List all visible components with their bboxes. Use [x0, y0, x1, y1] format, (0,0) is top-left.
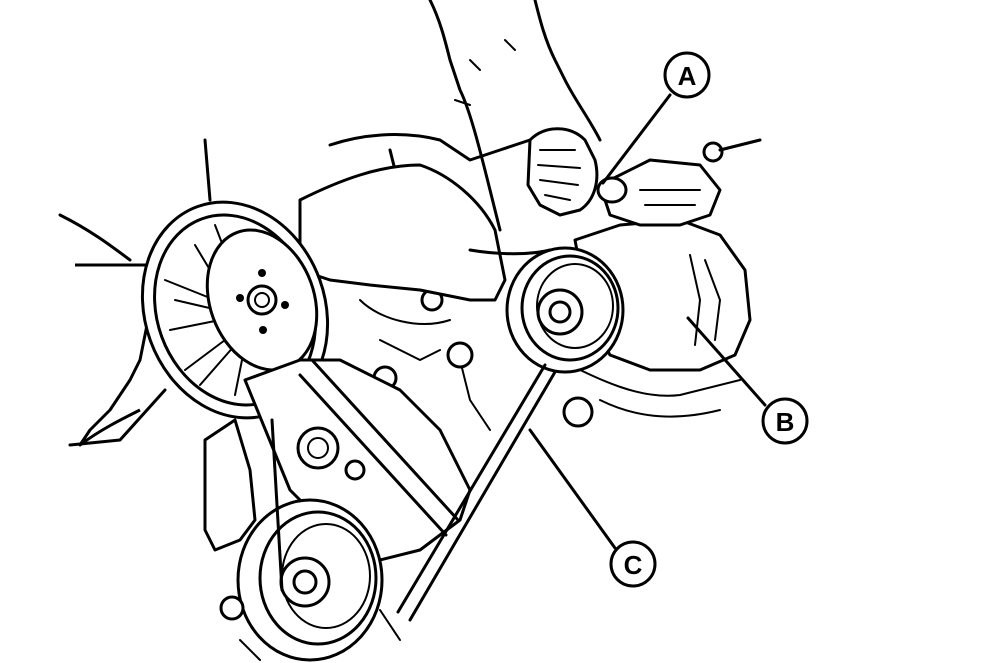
callout-a: A [663, 51, 711, 99]
crankshaft-pulley [219, 498, 401, 662]
mount-bolt [702, 141, 724, 163]
leader-line-c [528, 428, 617, 550]
callout-a-label: A [678, 61, 697, 91]
hand-illustration [428, 0, 602, 232]
drive-belt [270, 248, 557, 622]
callout-b: B [761, 397, 809, 445]
adjust-bolt [596, 176, 628, 204]
callout-c: C [609, 540, 657, 588]
callout-b-circle [761, 397, 809, 445]
callout-b-label: B [776, 407, 795, 437]
alternator-nut [548, 300, 572, 324]
callout-c-circle [609, 540, 657, 588]
leader-line-b [686, 316, 767, 407]
fan-hub [246, 284, 278, 316]
callout-a-circle [663, 51, 711, 99]
callout-c-label: C [624, 550, 643, 580]
engine-bolt [562, 396, 594, 428]
callout-leaders [528, 93, 767, 550]
fan-pulley [140, 200, 330, 420]
crank-bolt [292, 569, 318, 595]
fan-blades [58, 138, 507, 552]
engine-bolt [446, 341, 474, 369]
alternator-pulley [505, 246, 625, 374]
leader-line-a [601, 93, 672, 185]
